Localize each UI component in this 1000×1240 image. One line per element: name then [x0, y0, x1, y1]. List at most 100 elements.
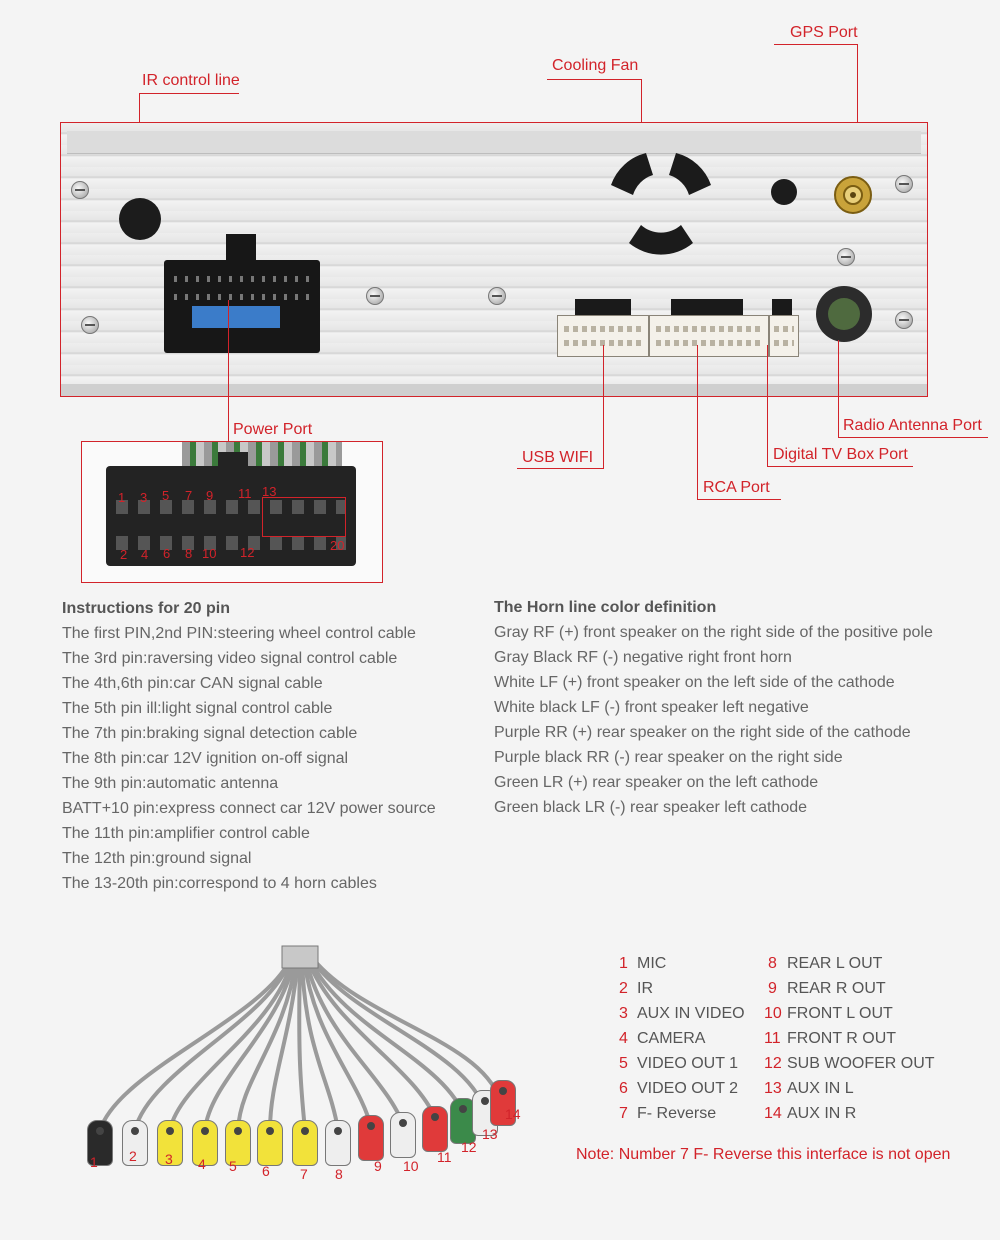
rca-legend-number: 2 — [619, 980, 628, 997]
rca-legend-label: VIDEO OUT 2 — [637, 1080, 739, 1097]
panel-top-rail — [67, 131, 921, 154]
instruction-line: The first PIN,2nd PIN:steering wheel con… — [62, 625, 416, 642]
ir-port-hole — [119, 198, 161, 240]
rca-plug-icon — [390, 1112, 416, 1158]
pin-number: 5 — [162, 488, 170, 503]
rca-legend-label: FRONT L OUT — [787, 1005, 893, 1022]
pin-number: 20 — [330, 538, 345, 553]
pin-number: 8 — [185, 546, 193, 561]
gps-port-leader-v — [857, 44, 858, 168]
pin-number: 7 — [185, 488, 193, 503]
rca-plug-icon — [325, 1120, 351, 1166]
rca-plug-icon — [157, 1120, 183, 1166]
rca-plug-icon — [225, 1120, 251, 1166]
usb-wifi-leader — [517, 468, 604, 469]
rca-legend-label: CAMERA — [637, 1030, 706, 1047]
screw-icon — [895, 311, 913, 329]
horn-line: Gray RF (+) front speaker on the right s… — [494, 624, 933, 641]
radio-antenna-leader — [838, 437, 988, 438]
rca-legend-number: 8 — [768, 955, 777, 972]
instructions-title: Instructions for 20 pin — [62, 600, 231, 617]
rca-legend-label: AUX IN R — [787, 1105, 857, 1122]
rca-legend-number: 6 — [619, 1080, 628, 1097]
screw-icon — [488, 287, 506, 305]
instruction-line: The 4th,6th pin:car CAN signal cable — [62, 675, 323, 692]
cooling-fan-leader — [547, 79, 642, 80]
pin-number: 10 — [202, 546, 217, 561]
rca-legend-label: F- Reverse — [637, 1105, 717, 1122]
rca-cable-illustration — [60, 940, 540, 1190]
radio-antenna-port-icon — [816, 286, 872, 342]
cable-number: 6 — [262, 1163, 270, 1179]
rca-legend-number: 1 — [619, 955, 628, 972]
screw-icon — [71, 181, 89, 199]
rca-plug-icon — [292, 1120, 318, 1166]
pin-number: 4 — [141, 547, 149, 562]
head-unit-back-panel — [60, 122, 928, 397]
cable-number: 8 — [335, 1166, 343, 1182]
rca-note: Note: Number 7 F- Reverse this interface… — [576, 1146, 951, 1163]
rca-port-leader-v — [697, 345, 698, 500]
cable-number: 3 — [165, 1151, 173, 1167]
radio-antenna-port-label: Radio Antenna Port — [843, 417, 982, 434]
horn-line: Green LR (+) rear speaker on the left ca… — [494, 774, 819, 791]
rca-plug-icon — [192, 1120, 218, 1166]
rca-plug-icon — [122, 1120, 148, 1166]
horn-line: White black LF (-) front speaker left ne… — [494, 699, 809, 716]
screw-icon — [837, 248, 855, 266]
rca-plug-icon — [422, 1106, 448, 1152]
horn-line: Purple RR (+) rear speaker on the right … — [494, 724, 911, 741]
pin-number: 2 — [120, 547, 128, 562]
instruction-line: The 11th pin:amplifier control cable — [62, 825, 310, 842]
panel-bottom-rail — [61, 384, 927, 396]
ir-control-leader — [139, 93, 239, 94]
horn-line: Purple black RR (-) rear speaker on the … — [494, 749, 843, 766]
instruction-line: The 3rd pin:raversing video signal contr… — [62, 650, 398, 667]
cable-number: 12 — [461, 1139, 477, 1155]
horn-line: White LF (+) front speaker on the left s… — [494, 674, 895, 691]
rca-legend-number: 10 — [764, 1005, 782, 1022]
rca-plug-icon — [490, 1080, 516, 1126]
rca-legend-number: 14 — [764, 1105, 782, 1122]
rca-legend-label: AUX IN L — [787, 1080, 854, 1097]
instruction-line: The 12th pin:ground signal — [62, 850, 252, 867]
instruction-line: The 7th pin:braking signal detection cab… — [62, 725, 358, 742]
power-port-label: Power Port — [233, 421, 313, 438]
usb-wifi-label: USB WIFI — [522, 449, 594, 466]
rca-legend-label: VIDEO OUT 1 — [637, 1055, 739, 1072]
rca-plug-icon — [358, 1115, 384, 1161]
instruction-line: The 13-20th pin:correspond to 4 horn cab… — [62, 875, 377, 892]
rca-port-label: RCA Port — [703, 479, 770, 496]
rca-legend-label: FRONT R OUT — [787, 1030, 897, 1047]
gps-port-label: GPS Port — [790, 24, 858, 41]
pin-number: 11 — [238, 486, 252, 501]
digital-tv-box-port-label: Digital TV Box Port — [773, 446, 908, 463]
rca-legend-number: 9 — [768, 980, 777, 997]
rca-legend-label: IR — [637, 980, 653, 997]
rca-port-leader — [697, 499, 781, 500]
rca-legend-label: AUX IN VIDEO — [637, 1005, 745, 1022]
cable-number: 1 — [90, 1154, 98, 1170]
cooling-fan-label: Cooling Fan — [552, 57, 639, 74]
rca-plug-icon — [87, 1120, 113, 1166]
cable-number: 13 — [482, 1126, 498, 1142]
pin-number: 1 — [118, 490, 126, 505]
rca-legend-number: 11 — [764, 1030, 781, 1047]
horn-title: The Horn line color definition — [494, 599, 717, 616]
digital-tv-box-leader-v — [767, 345, 768, 467]
rca-port-connector — [649, 299, 769, 357]
ir-control-line-label: IR control line — [142, 72, 240, 89]
screw-icon — [81, 316, 99, 334]
instruction-line: The 9th pin:automatic antenna — [62, 775, 279, 792]
screw-icon — [895, 175, 913, 193]
usb-wifi-leader-v — [603, 345, 604, 469]
cable-number: 11 — [437, 1149, 452, 1165]
cable-number: 9 — [374, 1158, 382, 1174]
rca-legend-label: MIC — [637, 955, 667, 972]
cable-number: 2 — [129, 1148, 137, 1164]
plug-body — [106, 452, 356, 566]
power-port-leader-v — [228, 300, 229, 442]
cable-number: 10 — [403, 1158, 419, 1174]
gps-connector-icon — [829, 171, 877, 219]
rca-legend-number: 4 — [619, 1030, 628, 1047]
